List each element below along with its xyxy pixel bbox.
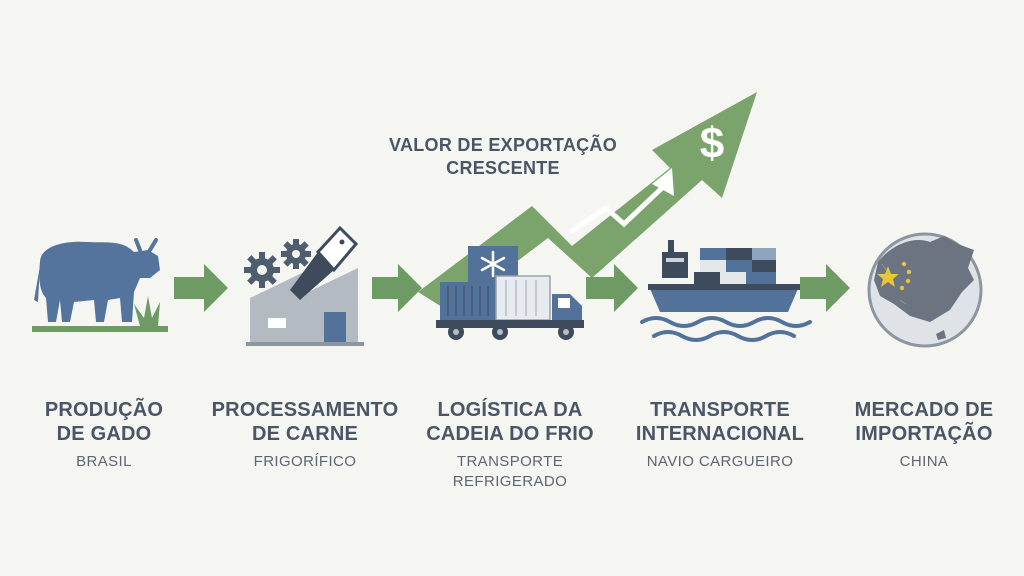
stage-title-cold-chain: LOGÍSTICA DA CADEIA DO FRIO	[410, 398, 610, 446]
stage-sub-line1: NAVIO CARGUEIRO	[646, 453, 794, 470]
stage-title-line1: MERCADO DE	[854, 399, 994, 421]
stage-title-line2: DE CARNE	[251, 423, 359, 445]
gear-icon	[244, 252, 280, 288]
cow-icon	[32, 238, 168, 332]
flag-stars	[877, 261, 912, 291]
snowflake-icon	[480, 250, 506, 278]
cargo-ship-icon	[640, 240, 812, 342]
stage-title-line2: INTERNACIONAL	[635, 423, 805, 445]
value-label-line2: CRESCENTE	[446, 158, 560, 178]
globe-china-icon	[867, 232, 983, 348]
flow-arrow-3	[586, 264, 638, 312]
flow-arrow-2	[372, 264, 422, 312]
stage-sub-line1: CHINA	[899, 453, 949, 470]
refrigerated-truck-icon	[436, 246, 584, 340]
value-label-line1: VALOR DE EXPORTAÇÃO	[388, 135, 618, 155]
gear-icon-small	[281, 239, 311, 269]
stage-sub-line1: FRIGORÍFICO	[253, 453, 357, 470]
stage-sub-line1: BRASIL	[76, 453, 132, 470]
stage-sub-import-market: CHINA	[824, 452, 1024, 472]
stage-title-cattle: PRODUÇÃO DE GADO	[4, 398, 204, 446]
value-label: VALOR DE EXPORTAÇÃO CRESCENTE	[372, 134, 634, 180]
stage-title-line1: LOGÍSTICA DA	[437, 399, 583, 421]
stage-sub-cold-chain: TRANSPORTE REFRIGERADO	[410, 452, 610, 492]
flow-arrow-4	[800, 264, 850, 312]
waves-icon	[640, 316, 812, 342]
cleaver-icon	[290, 225, 359, 300]
stage-sub-line1: TRANSPORTE	[456, 453, 564, 470]
stage-title-processing: PROCESSAMENTO DE CARNE	[205, 398, 405, 446]
container-stack	[694, 248, 776, 284]
stage-title-import-market: MERCADO DE IMPORTAÇÃO	[824, 398, 1024, 446]
factory-icon	[244, 225, 364, 346]
stage-sub-line2: REFRIGERADO	[452, 473, 568, 490]
stage-title-line2: DE GADO	[56, 423, 152, 445]
stage-title-line1: PRODUÇÃO	[44, 399, 164, 421]
stage-title-line1: TRANSPORTE	[650, 399, 790, 421]
stage-title-line2: IMPORTAÇÃO	[855, 423, 993, 445]
zigzag-arrow	[568, 184, 666, 235]
stage-sub-cattle: BRASIL	[4, 452, 204, 472]
stage-sub-processing: FRIGORÍFICO	[205, 452, 405, 472]
stage-sub-international: NAVIO CARGUEIRO	[620, 452, 820, 472]
flow-arrow-1	[174, 264, 228, 312]
stage-title-international: TRANSPORTE INTERNACIONAL	[620, 398, 820, 446]
zigzag-arrow-head	[652, 168, 674, 196]
dollar-sign: $	[700, 119, 724, 168]
stage-title-line1: PROCESSAMENTO	[211, 399, 399, 421]
stage-title-line2: CADEIA DO FRIO	[426, 423, 594, 445]
